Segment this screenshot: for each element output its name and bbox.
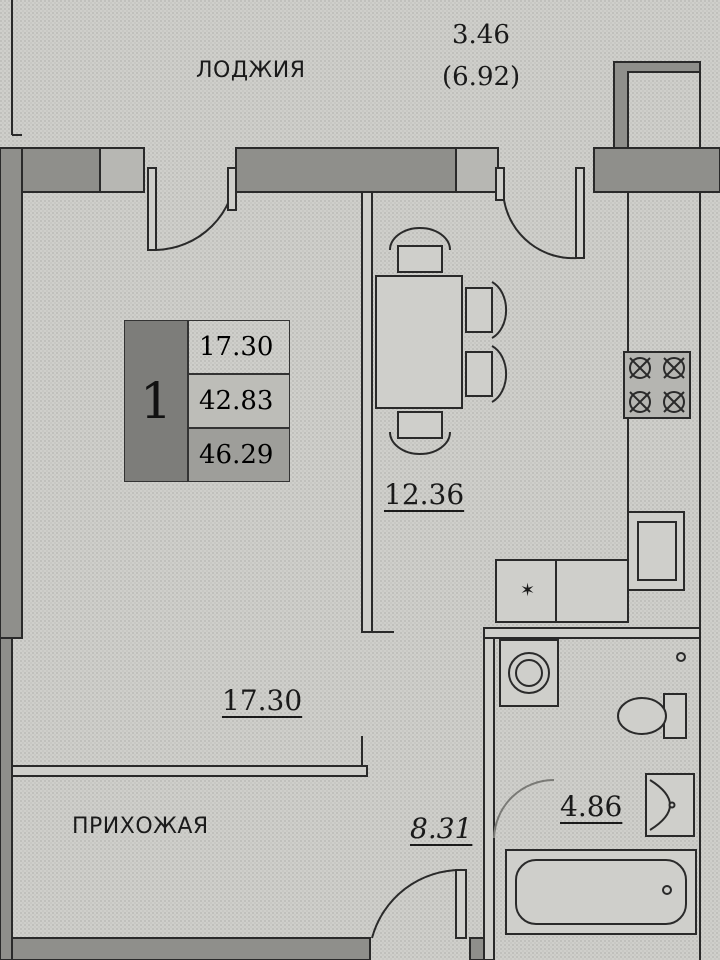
summary-living-area: 17.30 [187,321,289,375]
chair-top [389,227,451,273]
kitchen-furniture [375,227,691,623]
dining-table [375,275,463,409]
kitchen-counter [495,559,629,623]
kitchen-sink-icon [627,511,685,591]
summary-total-area: 42.83 [187,375,289,429]
loggia-area-alt: (6.92) [442,62,521,92]
loggia-area: 3.46 [452,20,510,50]
bathroom-fixtures [499,639,697,935]
summary-values: 17.30 42.83 46.29 [187,321,289,481]
summary-total-with-loggia: 46.29 [187,429,289,481]
chair-bottom [389,411,451,455]
drain-icon [676,652,686,662]
apartment-summary-table: 1 17.30 42.83 46.29 [124,320,290,482]
doors [147,167,585,939]
chair-right-2 [465,345,508,403]
hall-area: 8.31 [410,812,473,845]
toilet-icon [617,693,687,739]
bathroom-area: 4.86 [560,790,623,823]
stove-icon [623,351,691,419]
living-room-area: 17.30 [222,684,303,717]
hall-name: ПРИХОЖАЯ [72,814,209,839]
washbasin-icon [645,773,695,837]
rooms-count: 1 [125,321,187,481]
washing-machine-icon [499,639,559,707]
chair-right-1 [465,281,508,339]
loggia-name: ЛОДЖИЯ [196,58,306,83]
kitchen-area: 12.36 [384,478,465,511]
bathtub-icon [505,849,697,935]
kitchen-marker: ✶ [520,580,535,601]
